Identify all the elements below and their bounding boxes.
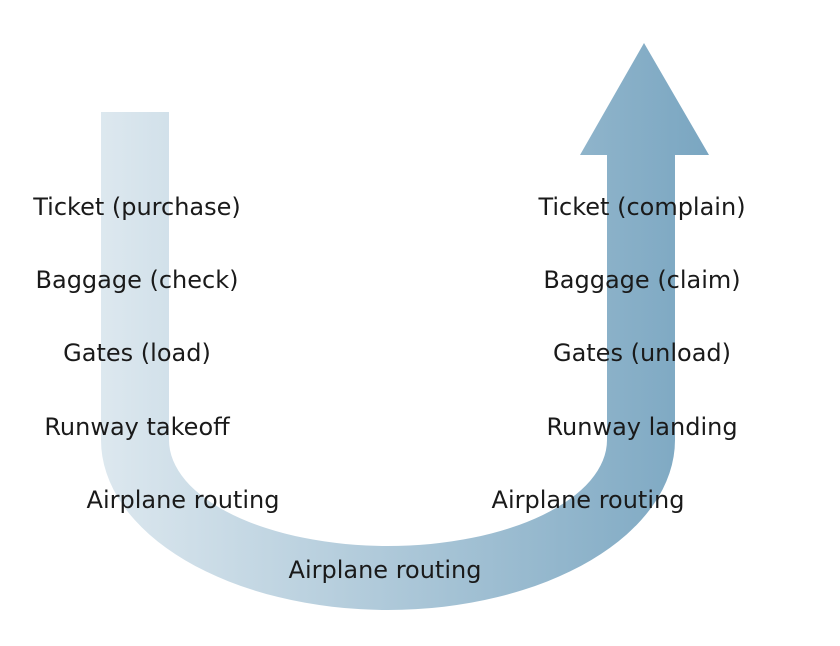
middle-step-routing: Airplane routing <box>288 556 482 584</box>
departure-step-ticket: Ticket (purchase) <box>33 193 241 221</box>
departure-step-baggage: Baggage (check) <box>35 266 239 294</box>
departure-step-runway: Runway takeoff <box>44 413 230 441</box>
arrival-step-baggage: Baggage (claim) <box>543 266 741 294</box>
departure-step-routing: Airplane routing <box>86 486 280 514</box>
arrival-step-gates: Gates (unload) <box>552 339 732 367</box>
u-arrow-shape <box>101 43 709 610</box>
arrival-step-ticket: Ticket (complain) <box>538 193 746 221</box>
arrival-step-routing: Airplane routing <box>491 486 685 514</box>
departure-step-gates: Gates (load) <box>63 339 211 367</box>
arrival-step-runway: Runway landing <box>546 413 738 441</box>
